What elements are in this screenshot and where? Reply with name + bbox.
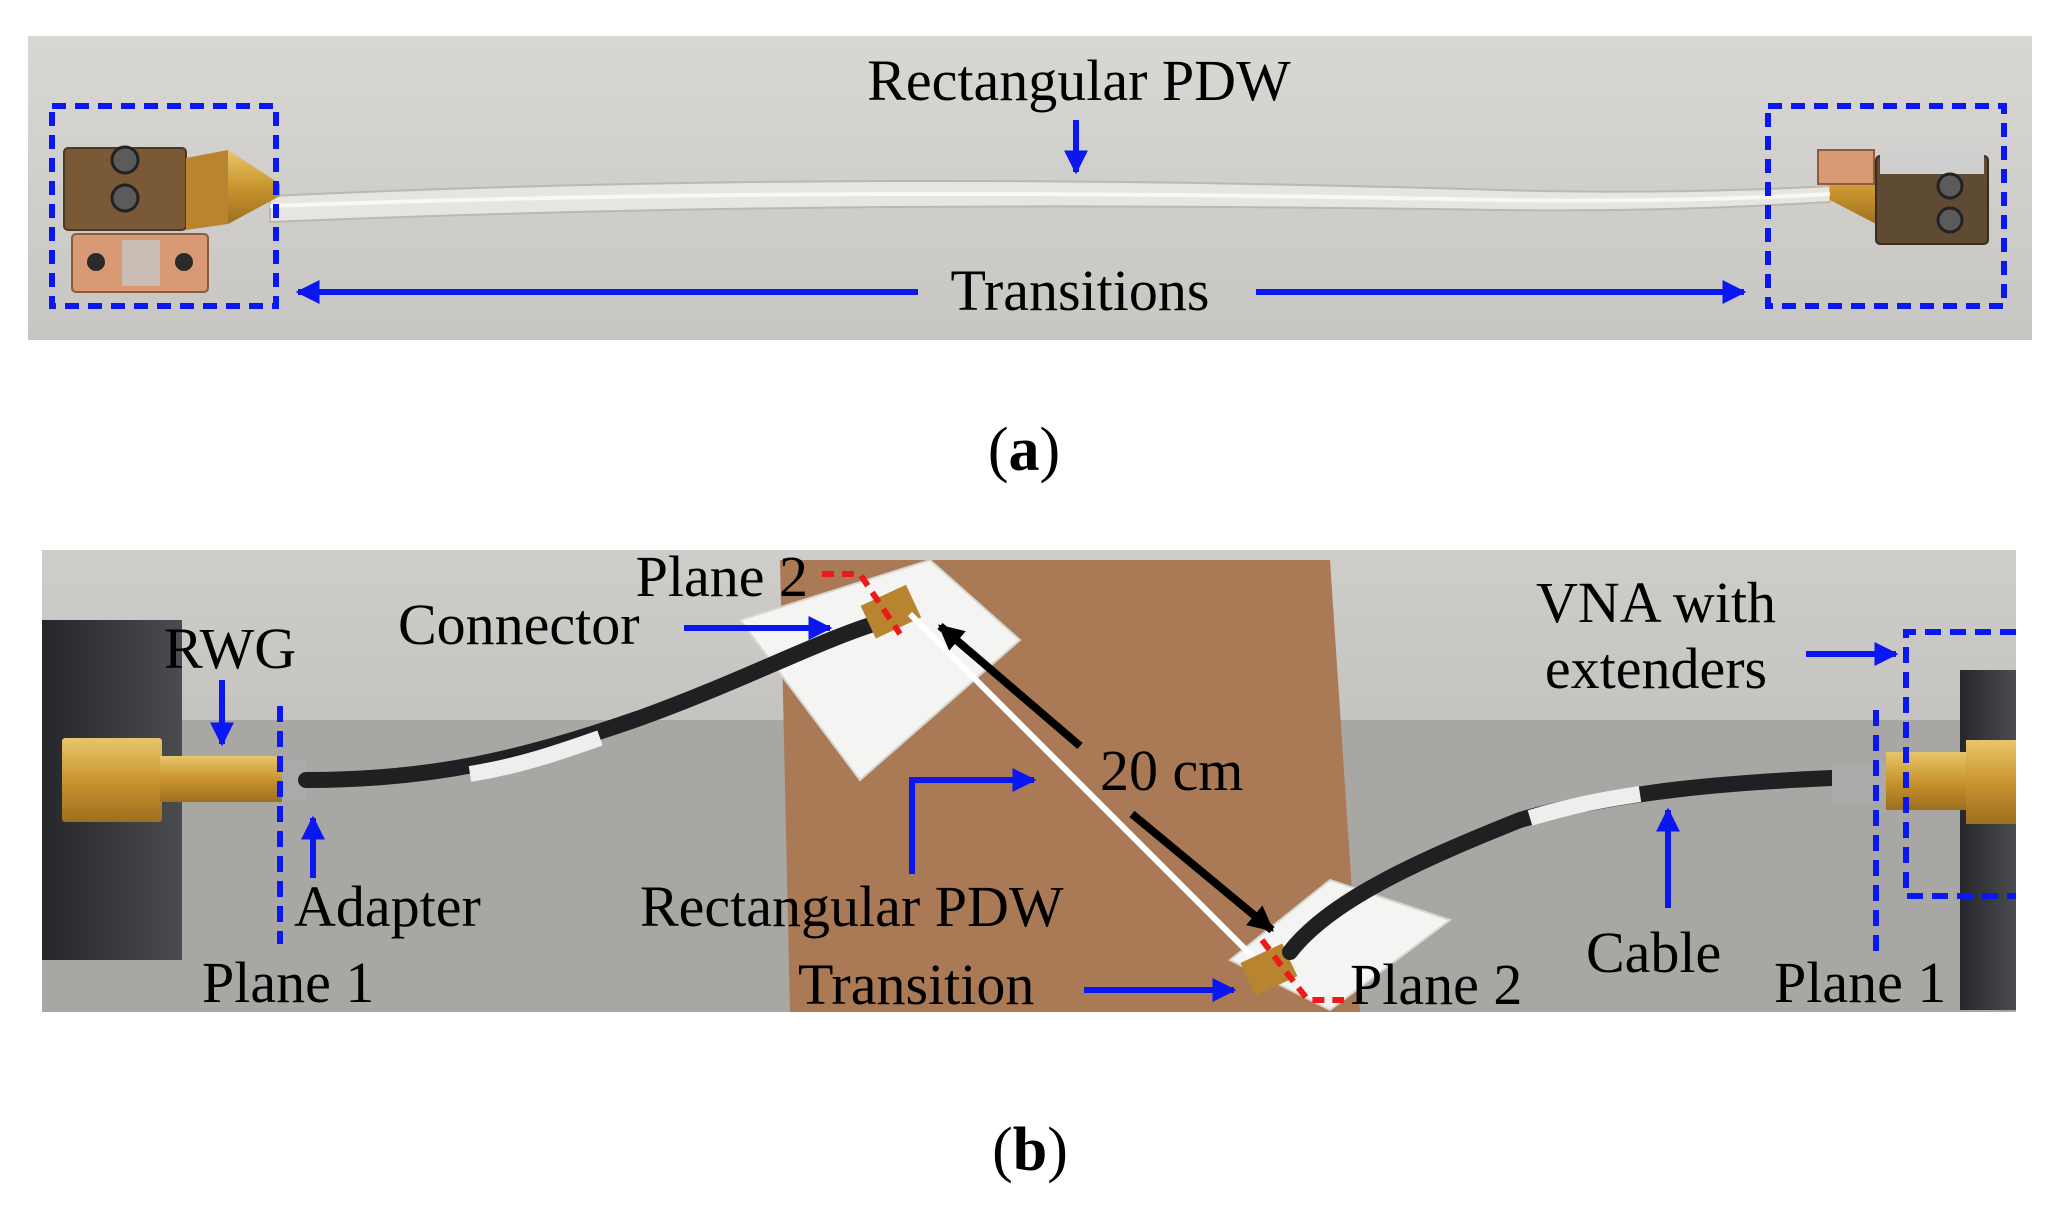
label-20-cm: 20 cm (1100, 738, 1243, 803)
label-cable: Cable (1586, 920, 1721, 985)
label-rectangular-pdw-a: Rectangular PDW (867, 48, 1291, 113)
cable-right (1282, 770, 1840, 960)
label-plane-2-bottom: Plane 2 (1350, 952, 1522, 1017)
label-plane-2-top: Plane 2 (636, 544, 808, 609)
rwg-left (62, 738, 162, 822)
label-vna-line-1: VNA with (1536, 570, 1776, 635)
label-rwg: RWG (164, 616, 296, 681)
arrow-20cm-down (1129, 810, 1275, 934)
label-connector: Connector (398, 592, 640, 657)
cable-left (298, 614, 888, 788)
label-transition: Transition (798, 952, 1034, 1017)
label-rectangular-pdw-b: Rectangular PDW (640, 874, 1064, 939)
label-adapter: Adapter (294, 874, 481, 939)
transition-right (1817, 149, 1989, 245)
transition-left (63, 145, 280, 293)
label-plane-1-left: Plane 1 (202, 950, 374, 1015)
dashed-box-right (1765, 103, 2007, 309)
panel-a-photo: Rectangular PDW Transitions (28, 36, 2032, 340)
label-vna-line-2: extenders (1545, 636, 1767, 701)
caption-a: (a) (988, 416, 1060, 484)
arrow-rectangular-pdw-b (909, 768, 1037, 874)
label-transitions: Transitions (951, 258, 1210, 323)
dashed-box-left (49, 103, 279, 309)
instrument-right (1960, 670, 2016, 1010)
plane-2-bottom-line (1259, 938, 1344, 1003)
caption-b: (b) (992, 1116, 1068, 1184)
vna-dashed-box (1903, 629, 2016, 899)
panel-b-photo: Plane 2 Connector RWG Adapter Plane 1 20… (42, 544, 2016, 1017)
label-plane-1-right: Plane 1 (1774, 950, 1946, 1015)
arrow-20cm-up (937, 622, 1083, 750)
